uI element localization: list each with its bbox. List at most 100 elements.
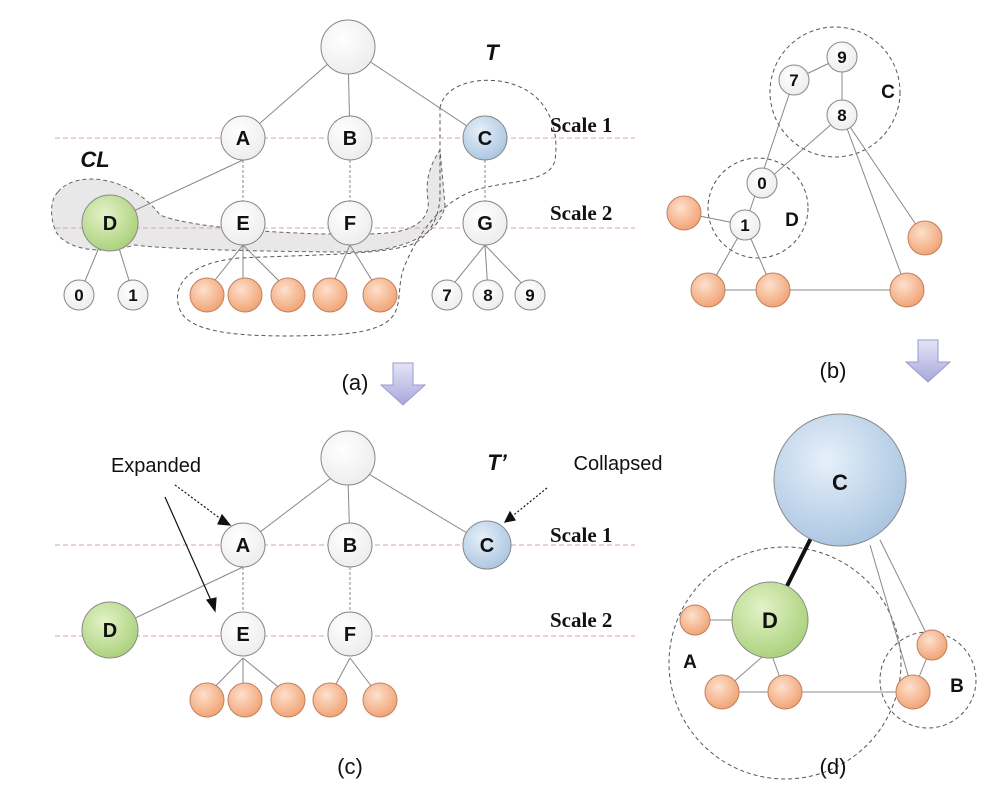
label-d-d: D: [762, 608, 778, 633]
leaf-b-4: [755, 272, 791, 308]
leaf-d-4: [916, 629, 948, 661]
leaf-a-4: [312, 277, 348, 313]
leaf-c-2: [227, 682, 263, 718]
leaf-d-3: [767, 674, 803, 710]
label-8-a: 8: [483, 286, 492, 305]
down-arrow-a: [379, 362, 427, 406]
cluster-a-d: [668, 546, 902, 780]
label-7-b: 7: [789, 71, 798, 90]
label-e-c: E: [236, 624, 249, 646]
leaf-c-4: [312, 682, 348, 718]
leaf-b-3: [690, 272, 726, 308]
panel-c: A B C D E F Expanded Collapsed T’ Scale …: [55, 430, 663, 779]
t-label: T: [485, 40, 500, 65]
leaf-c-5: [362, 682, 398, 718]
node-d-d: [731, 581, 809, 659]
node-a-a: [220, 115, 266, 161]
label-c-c: C: [480, 535, 494, 557]
cl-label: CL: [80, 147, 109, 172]
label-7-a: 7: [442, 286, 451, 305]
node-a-c: [220, 522, 266, 568]
label-d-a: D: [103, 213, 117, 235]
label-9-a: 9: [525, 286, 534, 305]
cluster-a-label-d: A: [683, 652, 697, 673]
panel-a: A B C D E F G 0 1 7 8 9 T CL Scale 1 Sca…: [51, 19, 635, 395]
label-b-a: B: [343, 128, 357, 150]
label-d-c: D: [103, 620, 117, 642]
root-node-a: [320, 19, 376, 75]
node-f-c: [327, 611, 373, 657]
node-0-a: [63, 279, 95, 311]
leaf-a-1: [189, 277, 225, 313]
scale1-label-c: Scale 1: [550, 523, 612, 547]
cluster-c-b: [769, 26, 901, 158]
leaf-d-2: [704, 674, 740, 710]
node-0-b: [746, 167, 778, 199]
cluster-d-label-b: D: [785, 210, 799, 231]
node-g-a: [462, 200, 508, 246]
panel-d: C D A B (d): [668, 413, 977, 780]
node-7-a: [431, 279, 463, 311]
label-g-a: G: [477, 213, 493, 235]
node-c-d: [773, 413, 907, 547]
down-arrow-b: [904, 339, 952, 383]
label-8-b: 8: [837, 106, 846, 125]
leaf-d-5: [895, 674, 931, 710]
leaf-a-2: [227, 277, 263, 313]
node-d-c: [81, 601, 139, 659]
label-1-b: 1: [740, 216, 749, 235]
node-1-b: [729, 209, 761, 241]
t-prime-label: T’: [487, 450, 507, 475]
node-1-a: [117, 279, 149, 311]
label-1-a: 1: [128, 286, 137, 305]
label-a-a: A: [236, 128, 250, 150]
edges-c: [109, 469, 488, 696]
edges-d: [695, 539, 933, 693]
panel-d-label: (d): [820, 754, 847, 779]
t-outline: [177, 79, 557, 337]
node-f-a: [327, 200, 373, 246]
leaf-a-5: [362, 277, 398, 313]
scale2-label-a: Scale 2: [550, 201, 612, 225]
label-0-a: 0: [74, 286, 83, 305]
panel-b: 7 9 8 0 1 C D (b): [666, 26, 943, 383]
leaf-c-1: [189, 682, 225, 718]
node-e-c: [220, 611, 266, 657]
panel-c-label: (c): [337, 754, 363, 779]
annotation-arrows-c: [164, 484, 548, 613]
expanded-label: Expanded: [111, 455, 201, 477]
node-c-a: [462, 115, 508, 161]
cluster-c-label-b: C: [881, 82, 895, 103]
leaf-d-1: [679, 604, 711, 636]
leaf-a-3: [270, 277, 306, 313]
label-9-b: 9: [837, 48, 846, 67]
label-f-a: F: [344, 213, 356, 235]
node-9-b: [826, 41, 858, 73]
collapsed-label: Collapsed: [574, 453, 663, 475]
label-0-b: 0: [757, 174, 766, 193]
thick-edge-c-d: [783, 529, 817, 591]
node-b-a: [327, 115, 373, 161]
panel-a-label: (a): [342, 370, 369, 395]
label-c-d: C: [832, 470, 848, 495]
scale1-label-a: Scale 1: [550, 113, 612, 137]
node-9-a: [514, 279, 546, 311]
label-c-a: C: [478, 128, 492, 150]
node-8-b: [826, 99, 858, 131]
leaf-b-1: [666, 195, 702, 231]
node-8-a: [472, 279, 504, 311]
node-c-c: [462, 520, 512, 570]
cluster-d-b: [707, 157, 809, 259]
label-f-c: F: [344, 624, 356, 646]
node-d-a: [81, 194, 139, 252]
label-e-a: E: [236, 213, 249, 235]
root-node-c: [320, 430, 376, 486]
label-a-c: A: [236, 535, 250, 557]
node-b-c: [327, 522, 373, 568]
cluster-b-label-d: B: [950, 676, 964, 697]
scale2-label-c: Scale 2: [550, 608, 612, 632]
panel-b-label: (b): [820, 358, 847, 383]
label-b-c: B: [343, 535, 357, 557]
node-7-b: [778, 64, 810, 96]
